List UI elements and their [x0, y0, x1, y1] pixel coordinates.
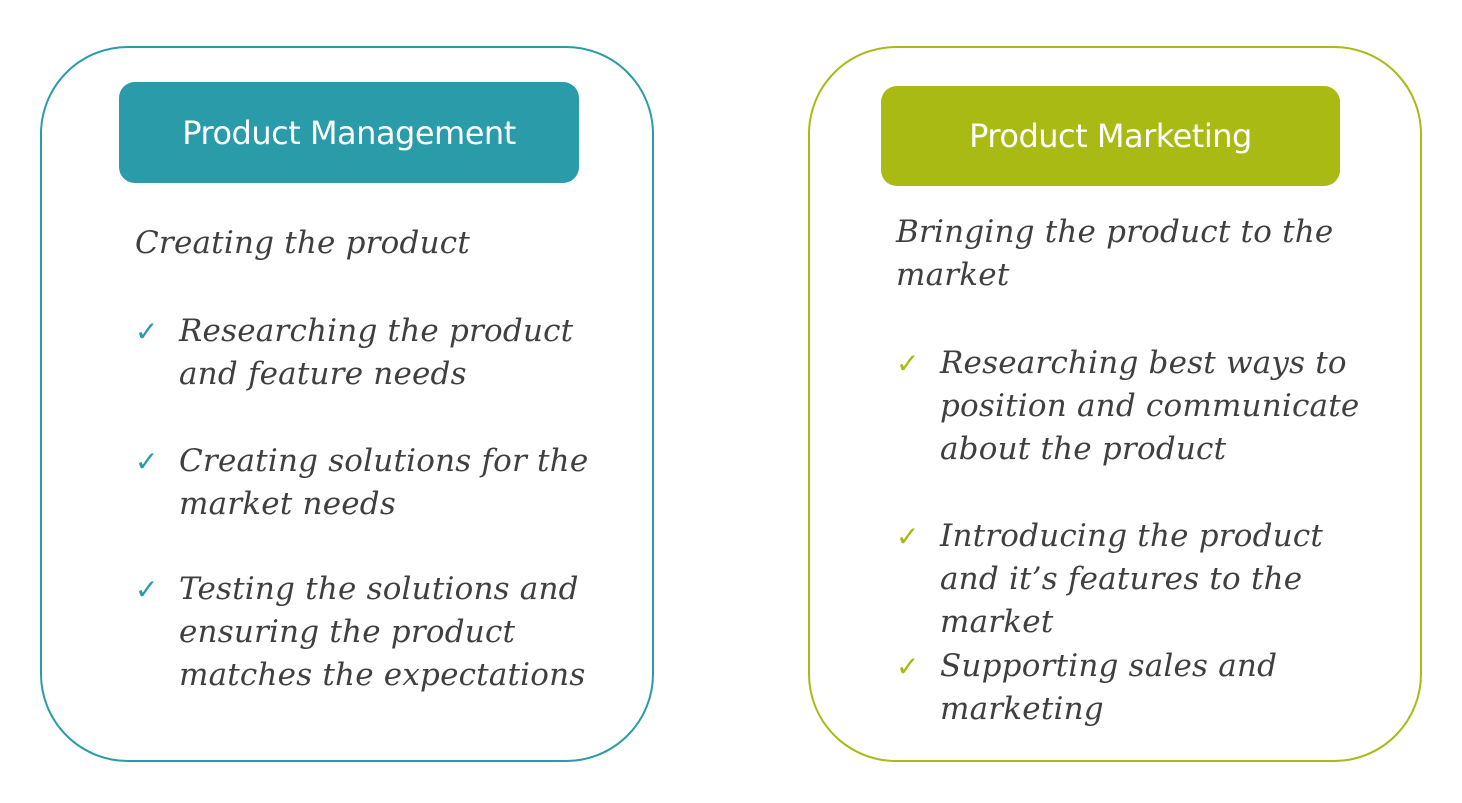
check-icon: ✓	[135, 315, 159, 348]
product-management-header: Product Management	[119, 82, 579, 183]
list-item-text: Supporting sales and marketing	[940, 648, 1278, 727]
list-item-text: Researching the product and feature need…	[179, 313, 574, 392]
product-marketing-title: Product Marketing	[969, 117, 1252, 155]
product-marketing-panel: Product Marketing Bringing the product t…	[808, 46, 1422, 762]
list-item-text: Researching best ways to position and co…	[940, 345, 1360, 467]
check-icon: ✓	[135, 445, 159, 478]
product-marketing-lead: Bringing the product to the market	[896, 214, 1334, 293]
product-management-panel: Product Management Creating the product …	[40, 46, 654, 762]
check-icon: ✓	[896, 347, 920, 380]
list-item: ✓ Introducing the product and it’s featu…	[896, 515, 1386, 644]
check-icon: ✓	[135, 573, 159, 606]
list-item: ✓ Researching the product and feature ne…	[135, 310, 620, 396]
list-item: ✓ Creating solutions for the market need…	[135, 440, 620, 526]
check-icon: ✓	[896, 520, 920, 553]
product-management-title: Product Management	[182, 113, 516, 152]
product-marketing-header: Product Marketing	[881, 86, 1340, 186]
list-item: ✓ Supporting sales and marketing	[896, 645, 1386, 731]
check-icon: ✓	[896, 650, 920, 683]
list-item-text: Introducing the product and it’s feature…	[940, 518, 1324, 640]
list-item: ✓ Researching best ways to position and …	[896, 342, 1386, 471]
product-management-lead: Creating the product	[135, 225, 470, 261]
list-item: ✓ Testing the solutions and ensuring the…	[135, 568, 620, 697]
list-item-text: Creating solutions for the market needs	[179, 443, 589, 522]
list-item-text: Testing the solutions and ensuring the p…	[179, 571, 586, 693]
